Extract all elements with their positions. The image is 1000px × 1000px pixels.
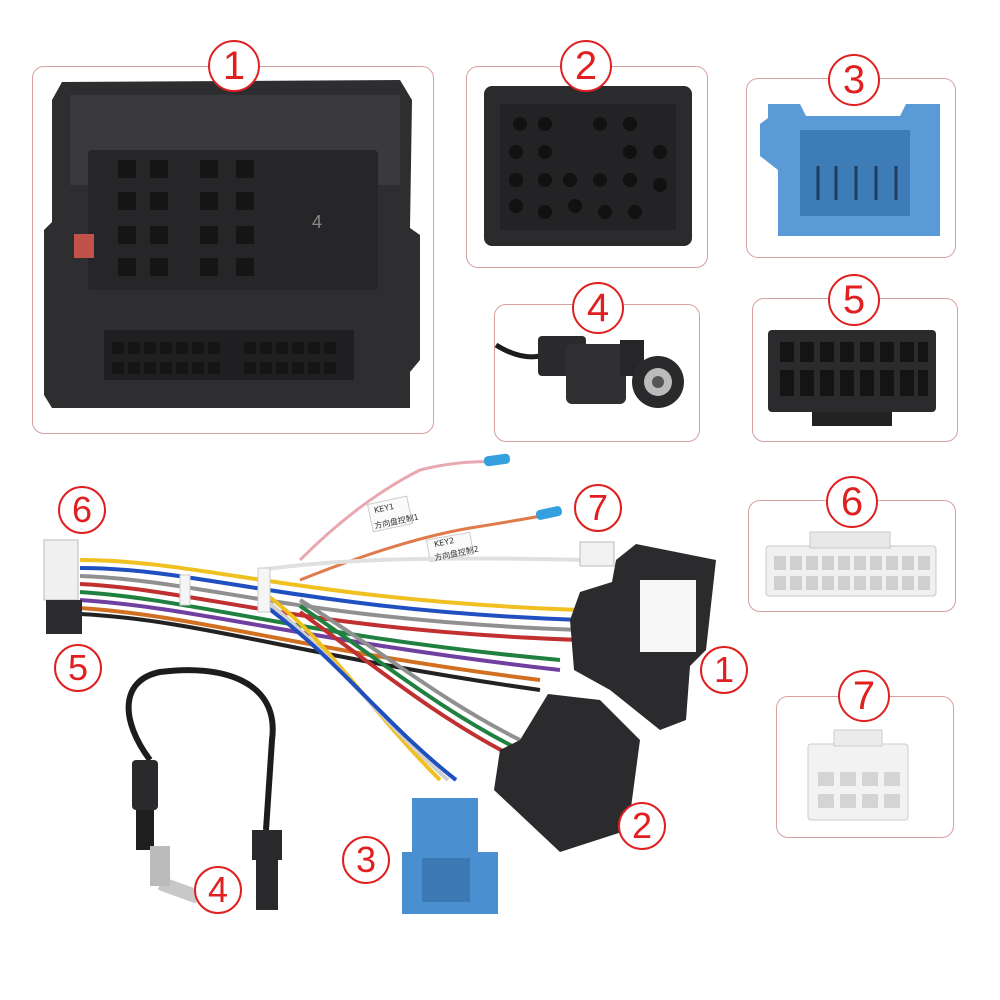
wire-tag-key1-line2: 方向盘控制1 bbox=[373, 512, 420, 531]
callout-7: 7 bbox=[838, 670, 890, 722]
harness-callout-5: 5 bbox=[54, 644, 102, 692]
callout-1: 1 bbox=[208, 40, 260, 92]
connector-1-panel bbox=[32, 66, 434, 434]
callout-4: 4 bbox=[572, 282, 624, 334]
harness-callout-4: 4 bbox=[194, 866, 242, 914]
harness-callout-3: 3 bbox=[342, 836, 390, 884]
callout-3: 3 bbox=[828, 54, 880, 106]
connector-2-panel bbox=[466, 66, 708, 268]
harness-callout-2: 2 bbox=[618, 802, 666, 850]
harness-callout-1: 1 bbox=[700, 646, 748, 694]
connector-1-marking: 4 bbox=[312, 212, 323, 232]
callout-5: 5 bbox=[828, 274, 880, 326]
harness-callout-7: 7 bbox=[574, 484, 622, 532]
wire-tag-key2-line1: KEY2 bbox=[433, 535, 455, 550]
callout-6: 6 bbox=[826, 476, 878, 528]
harness-callout-6: 6 bbox=[58, 486, 106, 534]
wire-tag-key1-line1: KEY1 bbox=[373, 501, 395, 516]
callout-2: 2 bbox=[560, 40, 612, 92]
